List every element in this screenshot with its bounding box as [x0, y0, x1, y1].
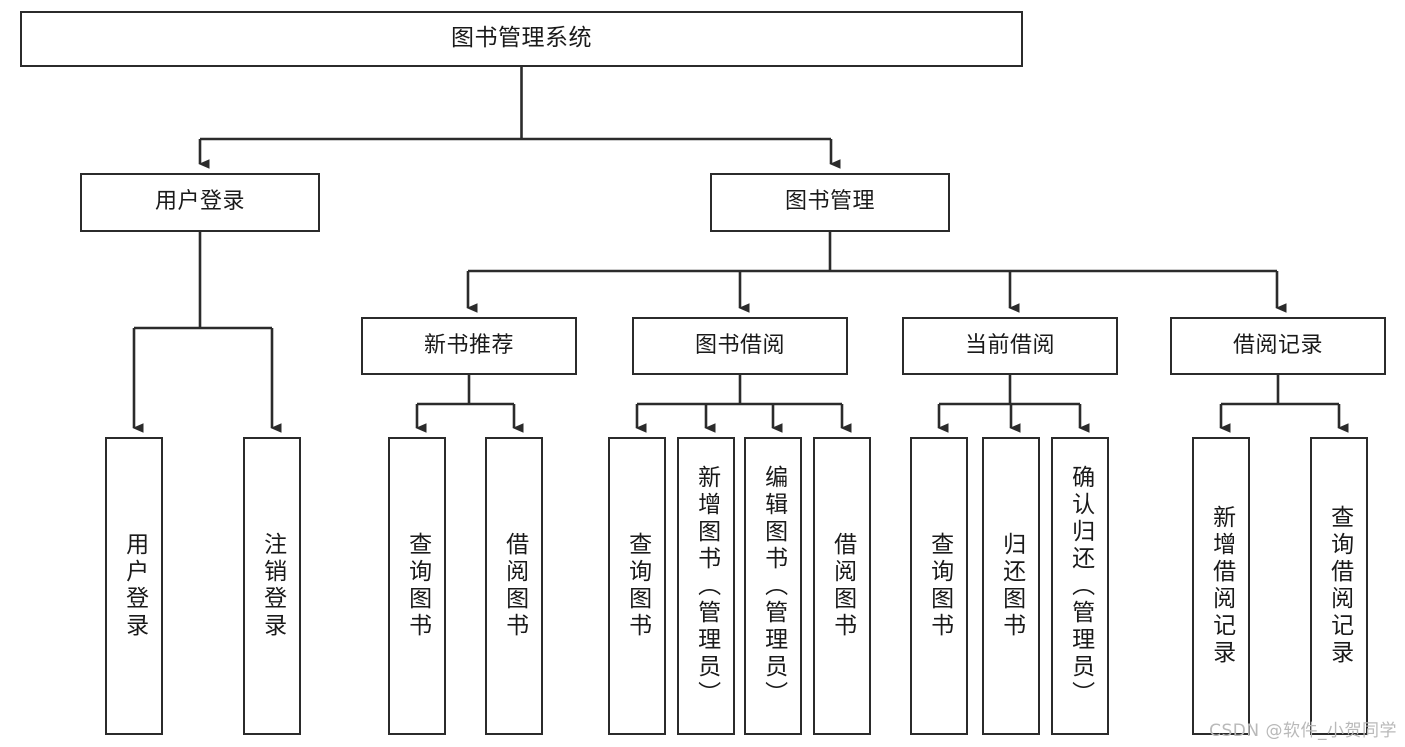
node-leaf-logout[interactable]: 注销登录 [243, 437, 301, 735]
node-label: 图书管理 [784, 189, 875, 215]
node-book-borrow[interactable]: 图书借阅 [632, 317, 848, 375]
node-leaf-add-book-admin[interactable]: 新增图书（管理员） [677, 437, 735, 735]
node-borrow-record[interactable]: 借阅记录 [1170, 317, 1386, 375]
csdn-watermark: CSDN @软件_小贺同学 [1209, 721, 1397, 741]
node-label: 新增图书（管理员） [693, 464, 720, 708]
node-label: 图书借阅 [694, 332, 785, 358]
node-leaf-query-borrow-record[interactable]: 查询借阅记录 [1310, 437, 1368, 735]
node-label: 新书推荐 [423, 332, 514, 358]
node-label: 归还图书 [998, 532, 1025, 640]
node-label: 查询图书 [624, 532, 651, 640]
node-label: 新增借阅记录 [1208, 505, 1235, 667]
node-book-management[interactable]: 图书管理 [710, 173, 950, 232]
node-root-book-management-system[interactable]: 图书管理系统 [20, 11, 1023, 67]
node-label: 图书管理系统 [451, 25, 592, 52]
node-leaf-return-book[interactable]: 归还图书 [982, 437, 1040, 735]
node-label: 编辑图书（管理员） [760, 464, 787, 708]
node-label: 借阅图书 [829, 532, 856, 640]
node-leaf-user-login[interactable]: 用户登录 [105, 437, 163, 735]
node-label: 查询图书 [404, 532, 431, 640]
node-label: 查询图书 [926, 532, 953, 640]
node-label: 借阅记录 [1232, 332, 1323, 358]
node-label: 注销登录 [259, 532, 286, 640]
node-label: 当前借阅 [964, 332, 1055, 358]
node-leaf-confirm-return-admin[interactable]: 确认归还（管理员） [1051, 437, 1109, 735]
node-label: 借阅图书 [501, 532, 528, 640]
node-label: 查询借阅记录 [1326, 505, 1353, 667]
node-label: 用户登录 [154, 189, 245, 215]
node-leaf-edit-book-admin[interactable]: 编辑图书（管理员） [744, 437, 802, 735]
node-leaf-borrow-book[interactable]: 借阅图书 [813, 437, 871, 735]
node-current-borrow[interactable]: 当前借阅 [902, 317, 1118, 375]
node-leaf-query-book-recommend[interactable]: 查询图书 [388, 437, 446, 735]
node-new-book-recommend[interactable]: 新书推荐 [361, 317, 577, 375]
node-user-login[interactable]: 用户登录 [80, 173, 320, 232]
node-leaf-query-book-current[interactable]: 查询图书 [910, 437, 968, 735]
node-leaf-query-book-borrow[interactable]: 查询图书 [608, 437, 666, 735]
node-leaf-borrow-book-recommend[interactable]: 借阅图书 [485, 437, 543, 735]
node-label: 确认归还（管理员） [1067, 464, 1094, 708]
node-label: 用户登录 [121, 532, 148, 640]
node-leaf-add-borrow-record[interactable]: 新增借阅记录 [1192, 437, 1250, 735]
